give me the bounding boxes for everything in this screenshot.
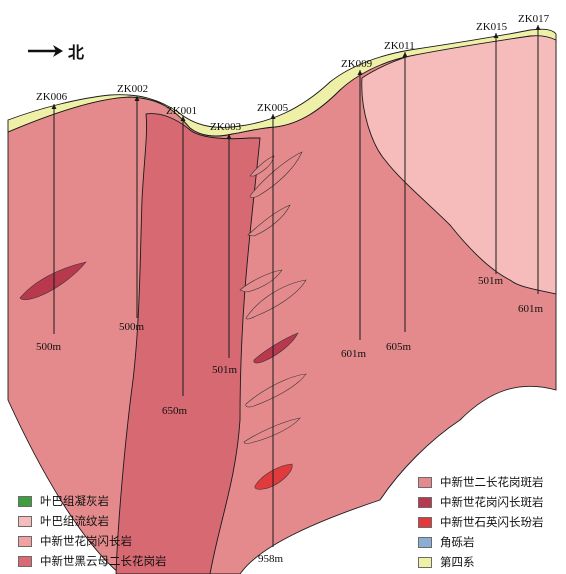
legend-item: 中新世花岗闪长岩 — [18, 531, 167, 551]
borehole-name: ZK011 — [384, 40, 415, 52]
borehole-depth: 500m — [119, 321, 145, 333]
legend-swatch — [418, 497, 432, 508]
borehole-name: ZK001 — [166, 105, 197, 117]
north-label: 北 — [68, 39, 84, 63]
legend-item: 中新世二长花岗斑岩 — [418, 472, 544, 492]
legend-swatch — [418, 537, 432, 548]
arrow-right-icon — [26, 44, 64, 58]
legend-left: 叶巴组凝灰岩叶巴组流纹岩中新世花岗闪长岩中新世黑云母二长花岗岩 — [18, 491, 167, 571]
borehole-depth: 501m — [212, 364, 238, 376]
legend-item: 中新世石英闪长玢岩 — [418, 512, 544, 532]
borehole-name: ZK005 — [257, 102, 289, 114]
borehole-collar-arrow — [271, 114, 276, 119]
legend-label: 叶巴组流纹岩 — [40, 513, 109, 529]
legend-swatch — [18, 536, 32, 547]
borehole-name: ZK009 — [341, 58, 373, 70]
legend-label: 角砾岩 — [440, 534, 475, 550]
legend-swatch — [18, 516, 32, 527]
borehole-name: ZK015 — [476, 21, 508, 33]
legend-label: 中新世二长花岗斑岩 — [440, 474, 544, 490]
borehole-depth: 958m — [258, 553, 284, 565]
borehole-name: ZK006 — [36, 91, 68, 103]
borehole-depth: 605m — [386, 341, 412, 353]
legend-swatch — [418, 477, 432, 488]
legend-item: 第四系 — [418, 552, 544, 572]
borehole-collar-arrow — [494, 33, 499, 38]
legend-label: 中新世石英闪长玢岩 — [440, 514, 544, 530]
legend-swatch — [18, 496, 32, 507]
borehole-collar-arrow — [536, 25, 541, 30]
legend-item: 中新世黑云母二长花岗岩 — [18, 551, 167, 571]
legend-label: 中新世花岗闪长岩 — [40, 533, 132, 549]
legend-label: 中新世黑云母二长花岗岩 — [40, 553, 167, 569]
legend-label: 第四系 — [440, 554, 475, 570]
legend-item: 叶巴组流纹岩 — [18, 511, 167, 531]
legend-item: 角砾岩 — [418, 532, 544, 552]
legend-swatch — [418, 557, 432, 568]
borehole-depth: 601m — [341, 348, 367, 360]
legend-label: 中新世花岗闪长斑岩 — [440, 494, 544, 510]
borehole-depth: 500m — [36, 341, 62, 353]
borehole-name: ZK002 — [117, 83, 148, 95]
borehole-name: ZK003 — [210, 121, 242, 133]
legend-label: 叶巴组凝灰岩 — [40, 493, 109, 509]
legend-item: 中新世花岗闪长斑岩 — [418, 492, 544, 512]
borehole-depth: 650m — [162, 405, 188, 417]
borehole-name: ZK017 — [518, 13, 550, 25]
legend-swatch — [18, 556, 32, 567]
borehole-depth: 501m — [478, 275, 504, 287]
north-arrow: 北 — [26, 39, 84, 63]
legend-right: 中新世二长花岗斑岩中新世花岗闪长斑岩中新世石英闪长玢岩角砾岩第四系 — [418, 472, 544, 572]
legend-swatch — [418, 517, 432, 528]
legend-item: 叶巴组凝灰岩 — [18, 491, 167, 511]
borehole-depth: 601m — [518, 303, 544, 315]
